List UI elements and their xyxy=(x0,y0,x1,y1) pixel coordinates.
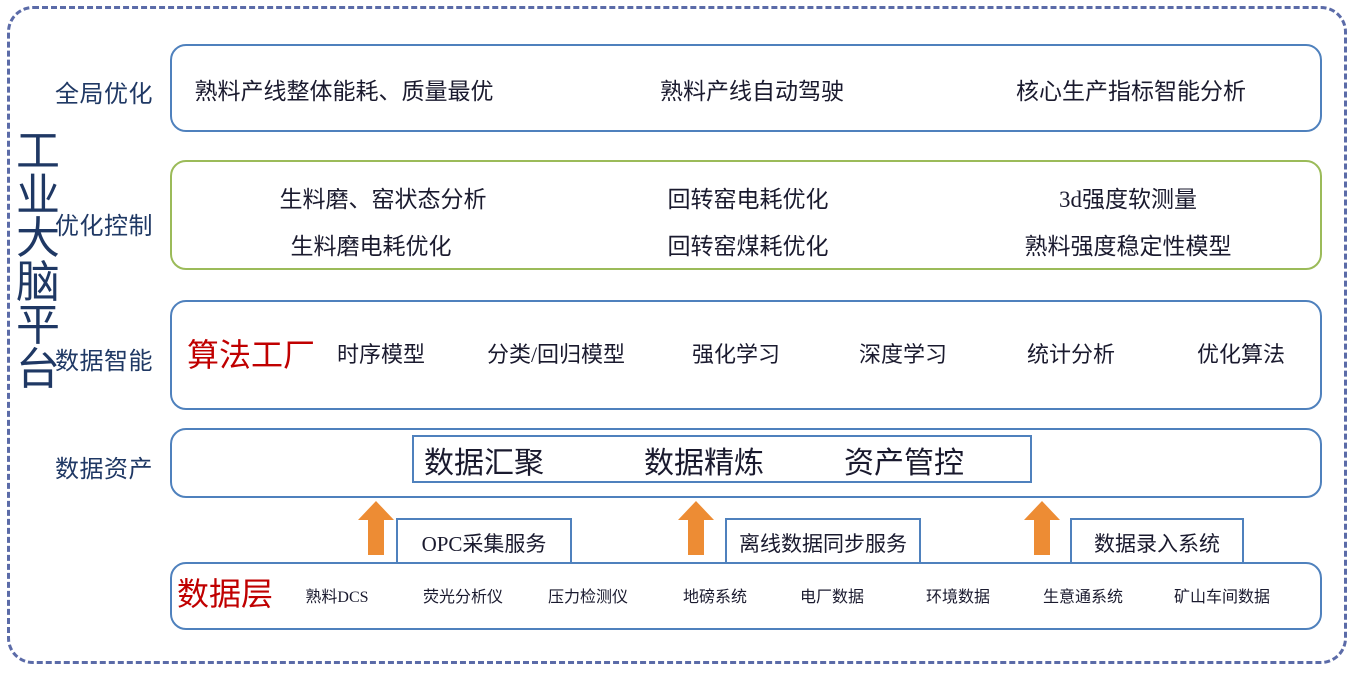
item-global-3: 核心生产指标智能分析 xyxy=(1016,79,1246,104)
item-intel-5: 统计分析 xyxy=(1026,342,1116,367)
item-source-2: 荧光分析仪 xyxy=(422,589,504,606)
outer-dashed-frame xyxy=(7,6,1347,664)
item-asset-1: 数据汇聚 xyxy=(424,447,544,480)
item-control-r2c3: 熟料强度稳定性模型 xyxy=(1024,234,1232,259)
layer-label-data-asset: 数据资产 xyxy=(55,457,153,483)
item-global-2: 熟料产线自动驾驶 xyxy=(660,79,844,104)
service-box-opc[interactable]: OPC采集服务 xyxy=(396,518,572,568)
data-flow-arrow-2 xyxy=(678,501,714,555)
item-intel-2: 分类/回归模型 xyxy=(486,342,626,367)
item-control-r2c2: 回转窑煤耗优化 xyxy=(667,234,829,259)
service-box-offline-sync-label: 离线数据同步服务 xyxy=(739,532,907,556)
data-flow-arrow-3 xyxy=(1024,501,1060,555)
item-intel-3: 强化学习 xyxy=(691,342,781,367)
platform-vertical-title: 工 业 大 脑 平 台 xyxy=(16,127,60,394)
item-source-8: 矿山车间数据 xyxy=(1173,589,1271,606)
layer-box-data-intelligence xyxy=(170,300,1322,410)
item-intel-1: 时序模型 xyxy=(336,342,426,367)
layer-label-optimization-control: 优化控制 xyxy=(55,214,153,240)
layer-box-global-optimization xyxy=(170,44,1322,132)
item-control-r1c2: 回转窑电耗优化 xyxy=(667,187,829,212)
layer-label-data-intelligence: 数据智能 xyxy=(55,349,153,375)
item-source-1: 熟料DCS xyxy=(305,589,369,606)
item-source-6: 环境数据 xyxy=(925,589,991,606)
item-source-4: 地磅系统 xyxy=(682,589,748,606)
layer-label-data-layer: 数据层 xyxy=(176,576,274,612)
layer-box-optimization-control xyxy=(170,160,1322,270)
item-global-1: 熟料产线整体能耗、质量最优 xyxy=(194,79,494,104)
data-asset-inner-box xyxy=(412,435,1032,483)
service-box-opc-label: OPC采集服务 xyxy=(421,532,547,556)
item-source-3: 压力检测仪 xyxy=(547,589,629,606)
item-control-r2c1: 生料磨电耗优化 xyxy=(290,234,452,259)
service-box-data-entry-label: 数据录入系统 xyxy=(1094,532,1220,556)
item-asset-2: 数据精炼 xyxy=(644,447,764,480)
item-control-r1c3: 3d强度软测量 xyxy=(1059,187,1197,212)
item-algorithm-factory-highlight: 算法工厂 xyxy=(186,337,316,373)
data-flow-arrow-1 xyxy=(358,501,394,555)
item-intel-4: 深度学习 xyxy=(858,342,948,367)
item-control-r1c1: 生料磨、窑状态分析 xyxy=(279,187,487,212)
item-source-5: 电厂数据 xyxy=(799,589,865,606)
item-intel-6: 优化算法 xyxy=(1196,342,1286,367)
layer-box-data-layer xyxy=(170,562,1322,630)
item-asset-3: 资产管控 xyxy=(844,447,964,480)
layer-label-global-optimization: 全局优化 xyxy=(55,82,153,108)
service-box-offline-sync[interactable]: 离线数据同步服务 xyxy=(725,518,921,568)
service-box-data-entry[interactable]: 数据录入系统 xyxy=(1070,518,1244,568)
item-source-7: 生意通系统 xyxy=(1042,589,1124,606)
